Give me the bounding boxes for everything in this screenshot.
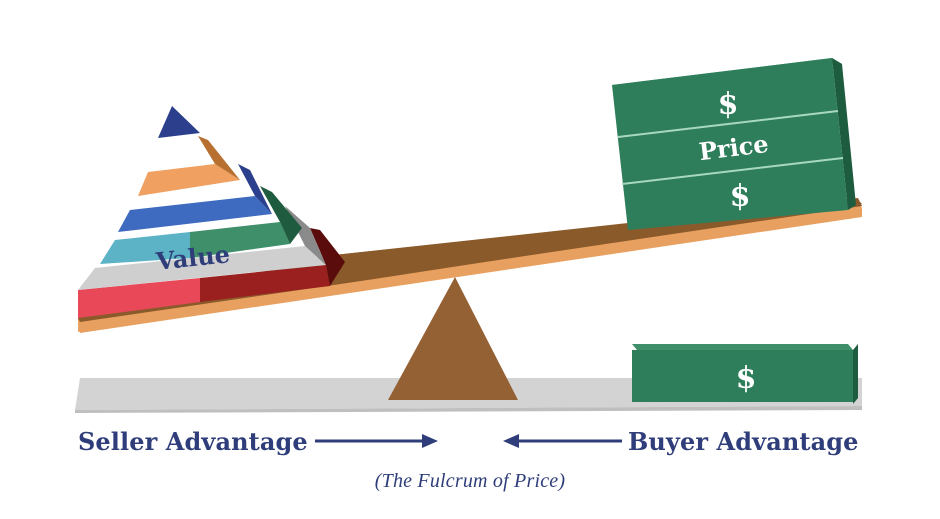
fulcrum-triangle (388, 277, 518, 400)
ground-edge (75, 406, 862, 413)
fulcrum-caption: (The Fulcrum of Price) (374, 470, 566, 492)
seller-arrow (315, 434, 438, 448)
price-top-symbol: $ (718, 87, 739, 122)
price-money-stack: $ Price $ (612, 58, 856, 230)
buyer-arrow (503, 434, 622, 448)
seesaw-plank (78, 198, 862, 333)
ground-block-symbol: $ (736, 361, 757, 396)
price-bottom-symbol: $ (730, 179, 751, 214)
ground-money-block: $ (632, 344, 858, 404)
value-pyramid: Value (78, 106, 345, 318)
buyer-advantage-label: Buyer Advantage (628, 427, 859, 456)
seller-advantage-label: Seller Advantage (78, 427, 308, 456)
